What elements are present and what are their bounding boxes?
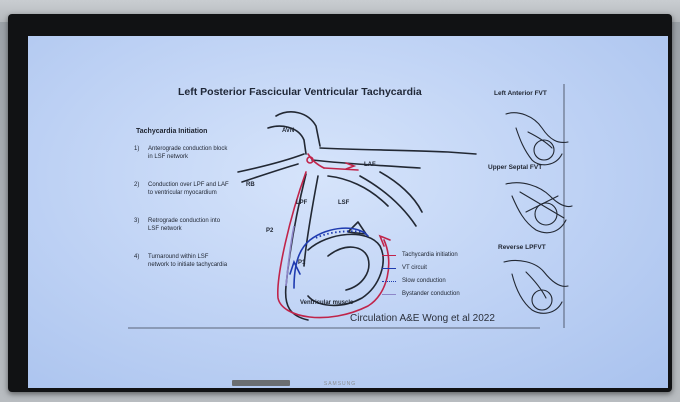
mini-path: [511, 273, 563, 314]
rb-path: [241, 163, 299, 183]
legend-slow-conduction: Slow conduction: [382, 278, 522, 286]
lpf-path: [284, 173, 309, 321]
legend-swatch: [382, 268, 396, 269]
legend-initiation: Tachycardia initiation: [382, 252, 522, 260]
label-rb: RB: [246, 182, 255, 188]
legend-label: Tachycardia initiation: [402, 252, 458, 258]
lsf-path: [359, 175, 417, 227]
lsf-triangle: [347, 221, 367, 235]
block-marker: [306, 156, 314, 164]
step-number: 2): [134, 182, 140, 188]
label-p1: P1: [298, 260, 306, 266]
legend-bystander: Bystander conduction: [382, 291, 522, 299]
tv-bezel: Left Posterior Fascicular Ventricular Ta…: [8, 14, 672, 392]
step-3: 3) Retrograde conduction into LSF networ…: [134, 218, 226, 242]
label-laf: LAF: [364, 162, 376, 168]
mini-path: [515, 127, 563, 166]
legend-label: Bystander conduction: [402, 291, 460, 297]
rb-path: [237, 153, 305, 173]
avn-path: [267, 125, 307, 155]
side-diagram-upper-septal: [505, 182, 573, 234]
step-text: Turnaround within LSF network to initiat…: [148, 254, 228, 268]
label-lpf: LPF: [296, 200, 308, 206]
side-title-left-anterior: Left Anterior FVT: [494, 90, 547, 97]
initiation-segment: [323, 167, 359, 171]
conduction-diagram: [128, 84, 573, 329]
mini-loop: [531, 289, 553, 311]
arrow-head: [378, 234, 391, 247]
legend-label: Slow conduction: [402, 278, 446, 284]
step-text: Retrograde conduction into LSF network: [148, 218, 221, 232]
lpf-path: [303, 175, 319, 267]
vt-circuit-path: [289, 227, 369, 289]
legend-swatch: [382, 281, 396, 282]
initiation-segment: [307, 153, 325, 169]
legend-swatch: [382, 294, 396, 295]
bystander-path: [285, 225, 295, 287]
arrow-head: [289, 259, 301, 275]
ventricle-loop: [307, 233, 384, 307]
mini-path: [511, 195, 567, 234]
side-diagram-reverse: [503, 259, 569, 314]
laf-path: [311, 159, 421, 169]
mini-loop: [533, 139, 555, 161]
step-number: 1): [134, 146, 140, 152]
avn-path: [275, 111, 321, 147]
side-diagram-laf: [505, 112, 569, 166]
step-4: 4) Turnaround within LSF network to init…: [134, 254, 227, 278]
initiation-path: [277, 153, 391, 319]
tv-brand-logo: SAMSUNG: [323, 381, 357, 387]
initiation-heading: Tachycardia Initiation: [136, 128, 208, 135]
initiation-segment: [277, 171, 390, 319]
step-text: Conduction over LPF and LAF to ventricul…: [148, 182, 229, 196]
tv-screen: Left Posterior Fascicular Ventricular Ta…: [28, 36, 668, 388]
arrow-head: [345, 162, 357, 170]
ventricle-loop: [327, 246, 370, 291]
mini-path: [503, 259, 569, 287]
legend-swatch: [382, 255, 396, 256]
side-title-reverse: Reverse LPFVT: [498, 244, 546, 251]
lsf-path: [327, 175, 389, 207]
step-2: 2) Conduction over LPF and LAF to ventri…: [134, 182, 229, 206]
legend-label: VT circuit: [402, 265, 427, 271]
step-text: Anterograde conduction block in LSF netw…: [148, 146, 228, 160]
tv-tape-label: [232, 380, 290, 386]
mini-loop: [534, 202, 558, 226]
side-title-upper-septal: Upper Septal FVT: [488, 164, 543, 171]
step-number: 4): [134, 254, 140, 260]
mini-path: [527, 131, 553, 149]
citation: Circulation A&E Wong et al 2022: [350, 313, 495, 324]
mini-path: [505, 182, 573, 208]
mini-path: [525, 271, 547, 299]
laf-path: [319, 147, 477, 155]
label-p2: P2: [266, 228, 274, 234]
step-1: 1) Anterograde conduction block in LSF n…: [134, 146, 227, 170]
label-lsf: LSF: [338, 200, 350, 206]
label-avn: AVN: [282, 128, 295, 134]
label-ventricular-muscle: Ventricular muscle: [300, 300, 354, 306]
legend-vt-circuit: VT circuit: [382, 265, 522, 273]
slide-title: Left Posterior Fascicular Ventricular Ta…: [178, 86, 422, 98]
lsf-path: [379, 171, 423, 213]
fascicle-network: [237, 111, 477, 321]
step-number: 3): [134, 218, 140, 224]
mini-path: [505, 112, 569, 144]
